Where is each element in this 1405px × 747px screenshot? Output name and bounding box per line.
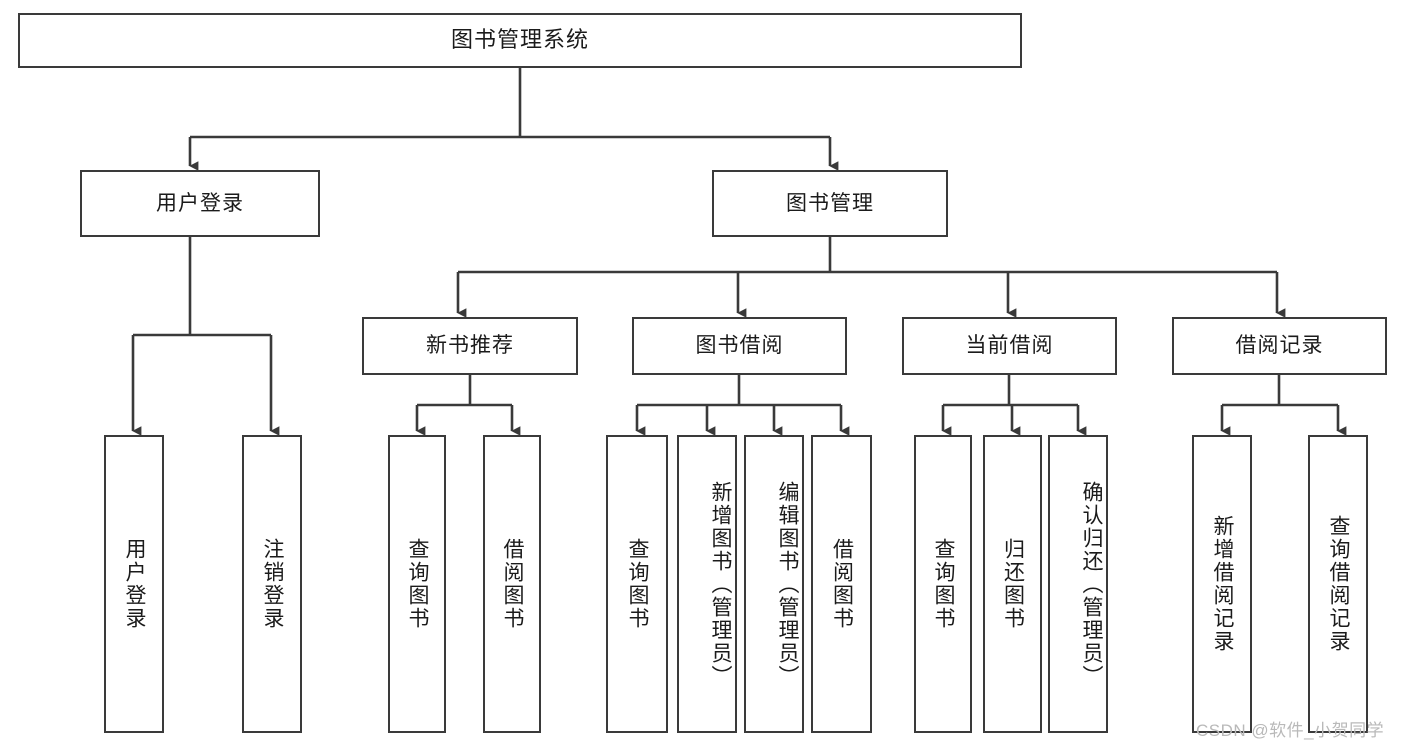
leaf-confirm-return-admin-label: 确认归还（管理员） xyxy=(1080,480,1103,688)
node-book-borrow[interactable]: 图书借阅 xyxy=(632,317,847,375)
leaf-add-book-admin-label: 新增图书（管理员） xyxy=(709,480,732,688)
leaf-query-book-current-label: 查询图书 xyxy=(932,538,955,630)
leaf-borrow-book-recommend[interactable]: 借阅图书 xyxy=(483,435,541,733)
node-book-manage[interactable]: 图书管理 xyxy=(712,170,948,237)
leaf-query-borrow-record[interactable]: 查询借阅记录 xyxy=(1308,435,1368,733)
leaf-edit-book-admin-label: 编辑图书（管理员） xyxy=(776,480,799,688)
node-book-manage-label: 图书管理 xyxy=(786,191,874,215)
node-borrow-record-label: 借阅记录 xyxy=(1235,334,1324,358)
leaf-query-book-recommend-label: 查询图书 xyxy=(406,538,429,630)
leaf-return-book[interactable]: 归还图书 xyxy=(983,435,1042,733)
node-new-book-recommend-label: 新书推荐 xyxy=(426,334,514,358)
node-borrow-record[interactable]: 借阅记录 xyxy=(1172,317,1387,375)
leaf-borrow-book-recommend-label: 借阅图书 xyxy=(501,538,524,630)
node-root[interactable]: 图书管理系统 xyxy=(18,13,1022,68)
node-user-login[interactable]: 用户登录 xyxy=(80,170,320,237)
leaf-query-book-borrow-label: 查询图书 xyxy=(626,538,649,630)
leaf-user-login-label: 用户登录 xyxy=(123,538,146,630)
node-current-borrow[interactable]: 当前借阅 xyxy=(902,317,1117,375)
node-root-label: 图书管理系统 xyxy=(450,27,589,53)
node-current-borrow-label: 当前借阅 xyxy=(965,334,1054,358)
leaf-borrow-book-borrow[interactable]: 借阅图书 xyxy=(811,435,872,733)
leaf-query-book-borrow[interactable]: 查询图书 xyxy=(606,435,668,733)
leaf-add-borrow-record-label: 新增借阅记录 xyxy=(1211,515,1234,653)
leaf-query-book-recommend[interactable]: 查询图书 xyxy=(388,435,446,733)
leaf-add-book-admin[interactable]: 新增图书（管理员） xyxy=(677,435,737,733)
leaf-confirm-return-admin[interactable]: 确认归还（管理员） xyxy=(1048,435,1108,733)
node-user-login-label: 用户登录 xyxy=(156,191,244,215)
leaf-add-borrow-record[interactable]: 新增借阅记录 xyxy=(1192,435,1252,733)
leaf-logout-label: 注销登录 xyxy=(261,538,284,630)
leaf-query-borrow-record-label: 查询借阅记录 xyxy=(1327,515,1350,653)
leaf-user-login[interactable]: 用户登录 xyxy=(104,435,164,733)
leaf-borrow-book-borrow-label: 借阅图书 xyxy=(830,538,854,630)
leaf-return-book-label: 归还图书 xyxy=(1001,538,1025,630)
leaf-edit-book-admin[interactable]: 编辑图书（管理员） xyxy=(744,435,804,733)
leaf-logout[interactable]: 注销登录 xyxy=(242,435,302,733)
leaf-query-book-current[interactable]: 查询图书 xyxy=(914,435,972,733)
node-book-borrow-label: 图书借阅 xyxy=(695,334,784,358)
node-new-book-recommend[interactable]: 新书推荐 xyxy=(362,317,578,375)
